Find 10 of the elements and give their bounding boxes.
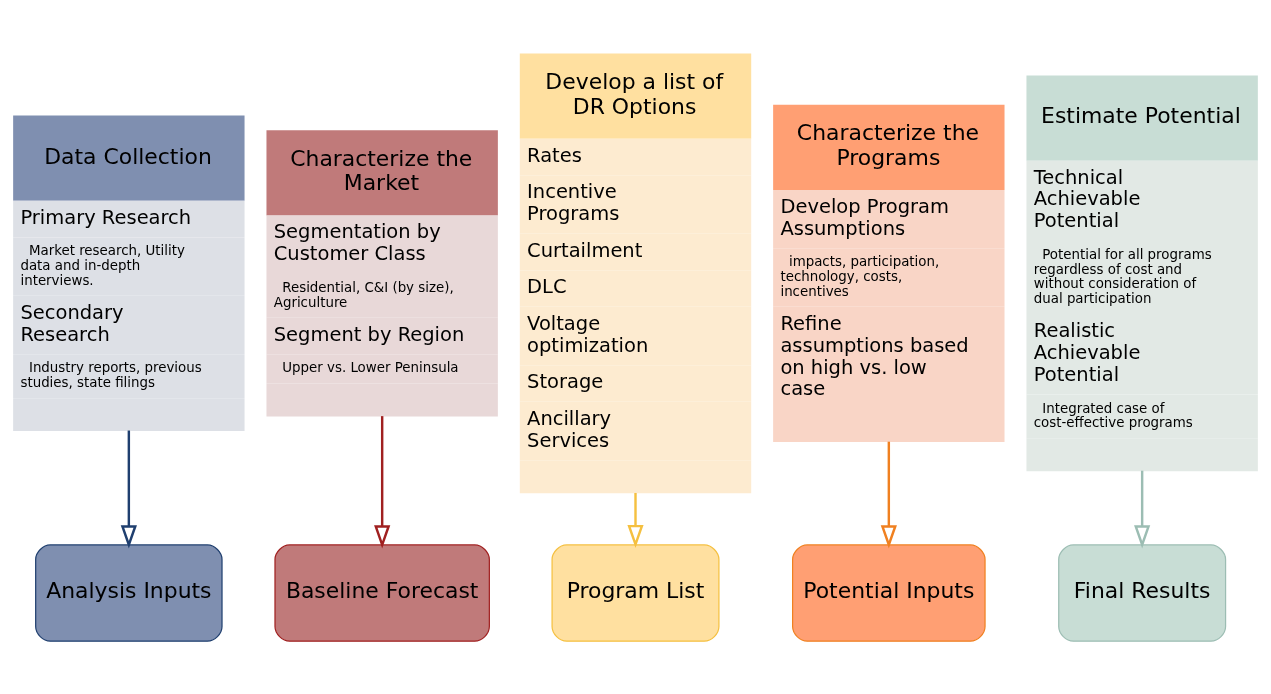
node-box: Potential Inputs: [792, 544, 986, 642]
node-box: Program List: [551, 544, 720, 642]
node-box: Final Results: [1058, 544, 1227, 642]
node-box: Baseline Forecast: [274, 544, 490, 642]
arrow: [627, 492, 644, 549]
node-box: Analysis Inputs: [35, 544, 223, 642]
arrow: [120, 430, 137, 549]
arrow: [1134, 470, 1151, 549]
arrow: [880, 441, 897, 549]
arrow: [374, 416, 391, 549]
